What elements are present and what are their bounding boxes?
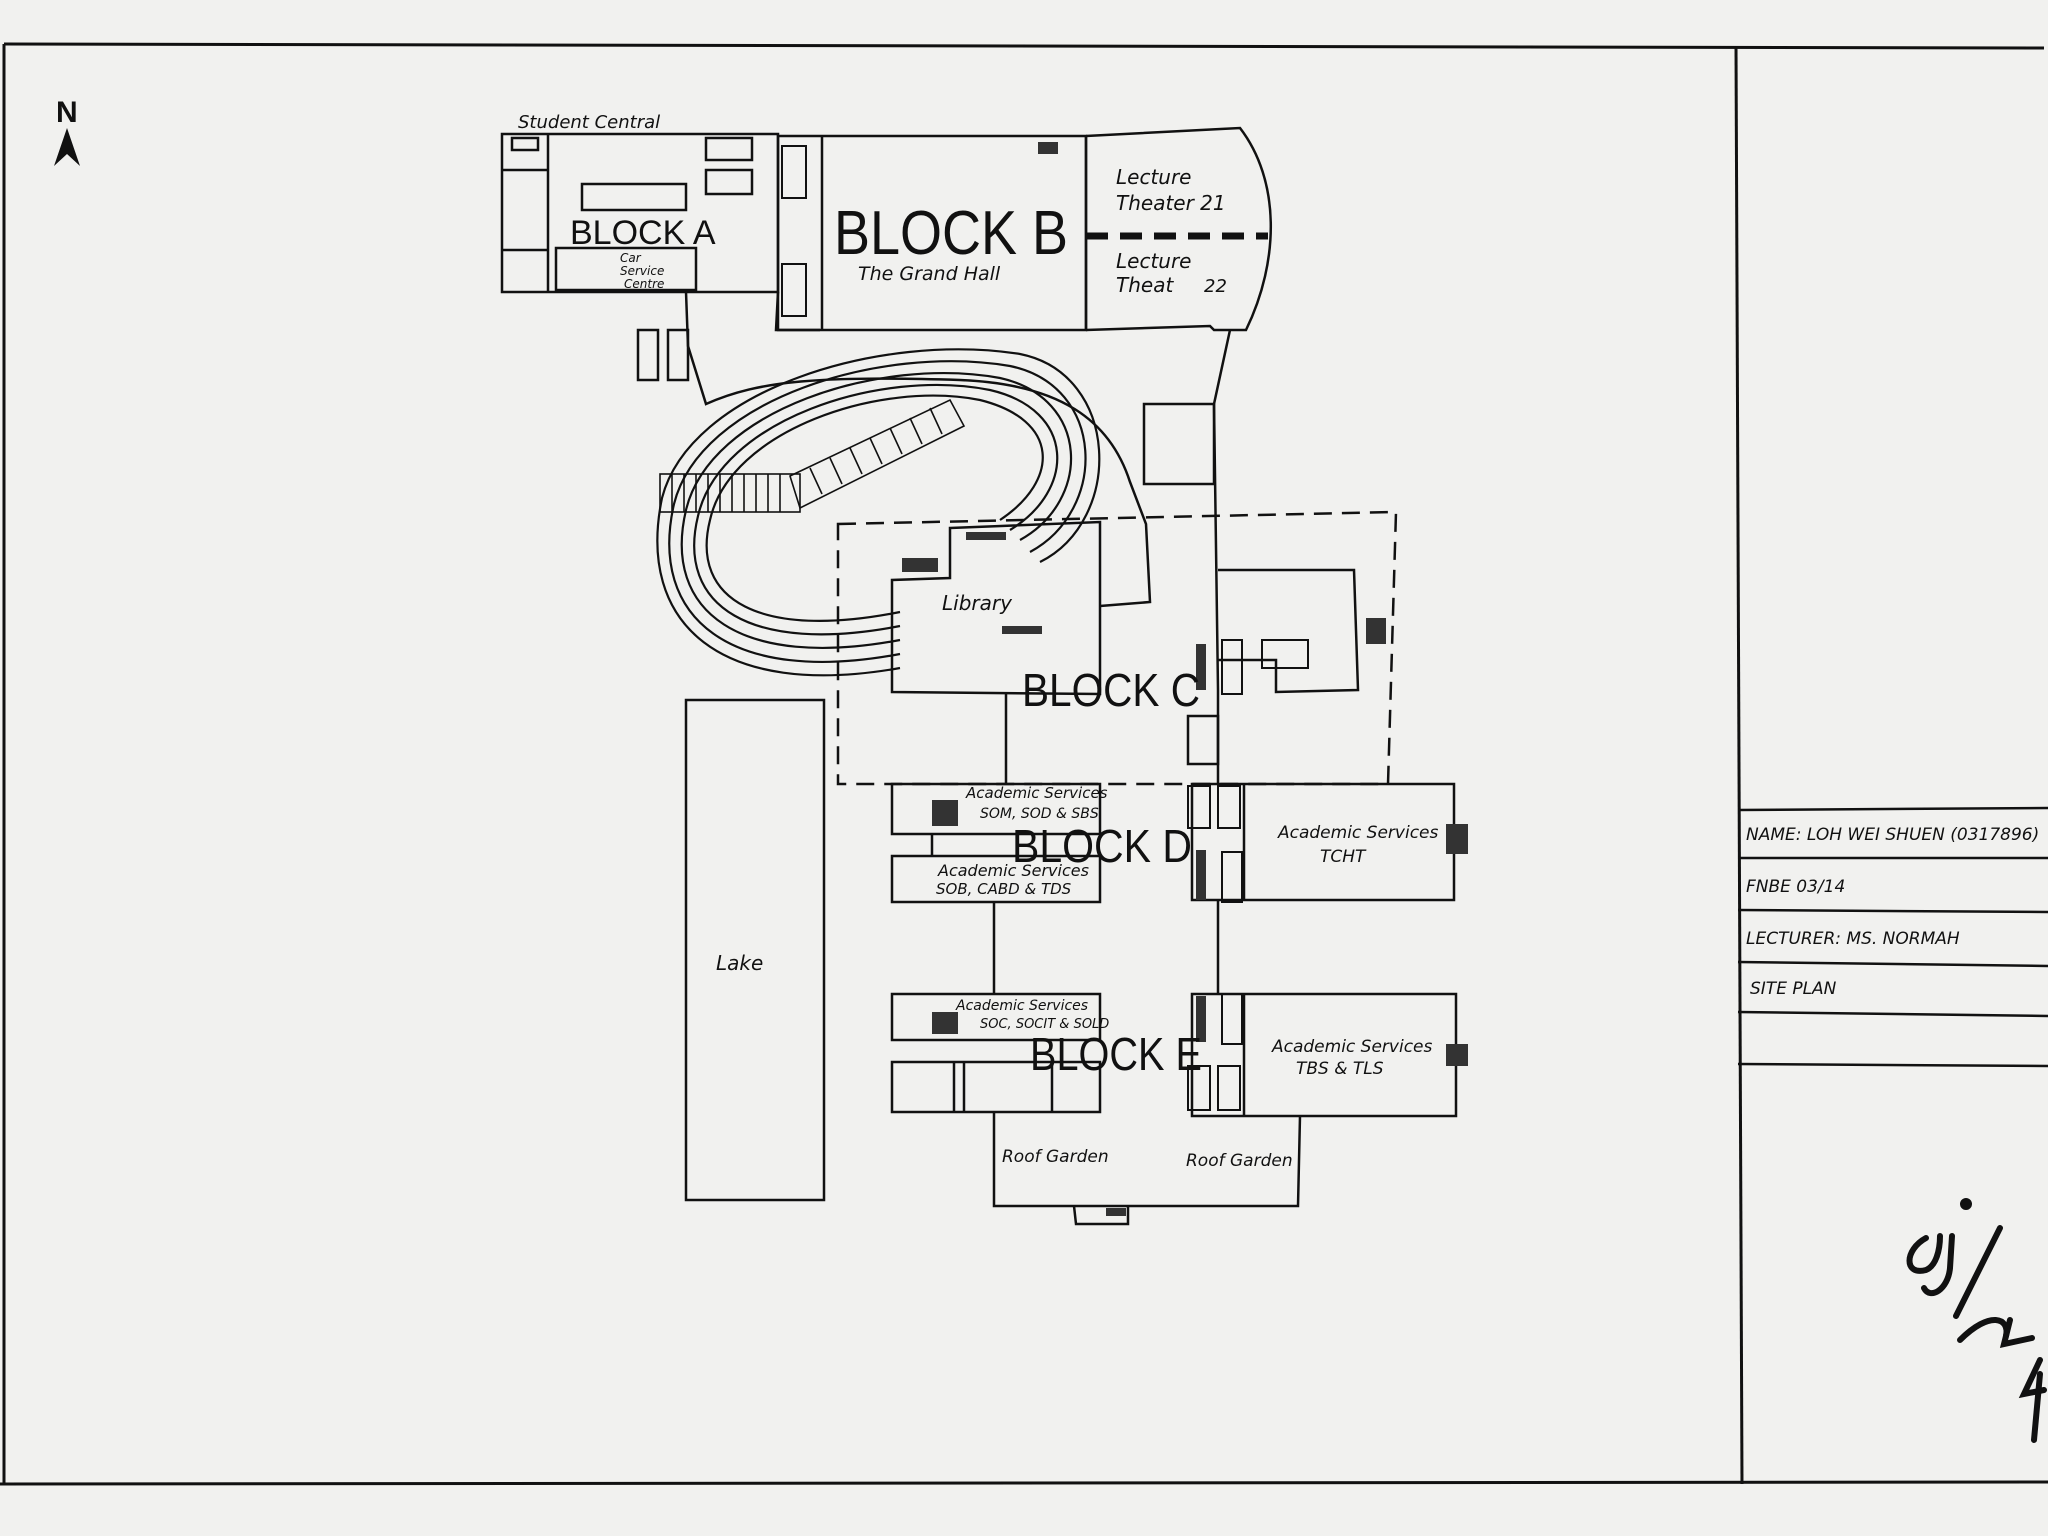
block-a-title: BLOCK A [570, 214, 716, 252]
title-block-lecturer: LECTURER: MS. NORMAH [1746, 929, 1960, 949]
e-left-line-2: SOC, SOCIT & SOLD [980, 1017, 1109, 1032]
lecture-theatre-1-line-1: Lecture [1116, 165, 1192, 189]
toilet-icon [781, 145, 1309, 1111]
lecture-theatre-2-line-1: Lecture [1116, 249, 1192, 273]
title-block-course: FNBE 03/14 [1746, 877, 1845, 897]
north-arrow-letter: N [56, 96, 78, 129]
block-b-sub: The Grand Hall [858, 263, 1001, 285]
e-left-line-1: Academic Services [955, 998, 1088, 1014]
stair-bridges [659, 398, 966, 513]
d-right-line-1: Academic Services [1277, 823, 1439, 843]
title-block-drawing: SITE PLAN [1750, 979, 1837, 999]
drawing-frame [0, 42, 2048, 1486]
title-block-name: NAME: LOH WEI SHUEN (0317896) [1746, 825, 2039, 845]
d-left-top-line-2: SOM, SOD & SBS [980, 806, 1099, 822]
d-left-bottom-line-2: SOB, CABD & TDS [936, 880, 1072, 898]
block-a-sub-2: Service [620, 264, 664, 278]
lecture-theatre-1-line-2: Theater 21 [1116, 191, 1226, 215]
student-central-label: Student Central [518, 112, 660, 133]
block-e-title: BLOCK E [1030, 1028, 1202, 1080]
d-right-line-2: TCHT [1320, 847, 1367, 867]
title-block: NAME: LOH WEI SHUEN (0317896) FNBE 03/14… [1746, 825, 2039, 999]
block-b-title: BLOCK B [834, 199, 1068, 268]
block-a-sub-3: Centre [624, 277, 664, 291]
site-labels: Student Central BLOCK A Car Service Cent… [518, 112, 1439, 1171]
roof-garden-1-label: Roof Garden [1002, 1147, 1109, 1167]
signature-mark [1906, 1198, 2047, 1443]
lecture-theatre-2-line-3: 22 [1204, 276, 1227, 297]
building-outlines [500, 126, 1458, 1226]
lecture-theatre-2-line-2: Theat [1116, 273, 1174, 297]
block-c-title: BLOCK C [1022, 664, 1200, 716]
d-left-bottom-line-1: Academic Services [937, 861, 1089, 880]
e-right-line-2: TBS & TLS [1296, 1059, 1384, 1079]
block-a-sub-1: Car [620, 251, 642, 265]
library-label: Library [942, 591, 1013, 615]
block-d-title: BLOCK D [1012, 820, 1192, 872]
roof-garden-2-label: Roof Garden [1186, 1151, 1293, 1171]
title-block-lines [1737, 806, 2048, 1068]
north-arrow-icon: N [54, 96, 80, 166]
e-right-line-1: Academic Services [1271, 1037, 1433, 1057]
d-left-top-line-1: Academic Services [965, 784, 1108, 802]
lake-label: Lake [716, 951, 763, 975]
ramp-spiral [656, 348, 1101, 677]
stair-markers [902, 142, 1468, 1216]
